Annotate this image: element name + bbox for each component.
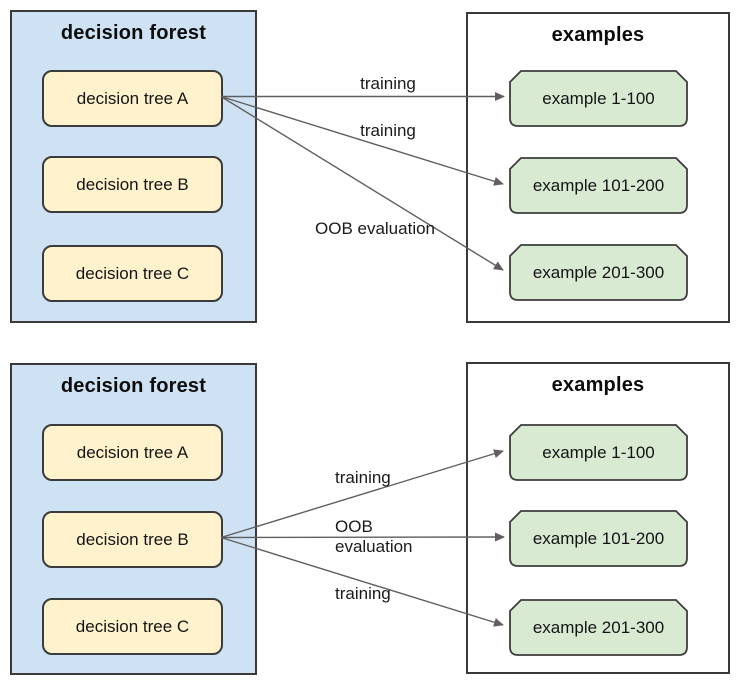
arrow-label-oob-evaluation: OOB evaluation [335, 517, 413, 556]
plaque-shape [509, 424, 688, 481]
example-box-3: example 201-300 [509, 599, 688, 656]
tree-box-a: decision tree A [42, 70, 223, 127]
examples-box-bottom: examples example 1-100 example 101-200 e… [466, 362, 730, 674]
example-box-1: example 1-100 [509, 70, 688, 127]
plaque-shape [509, 599, 688, 656]
forest-title: decision forest [60, 22, 207, 44]
tree-box-c: decision tree C [42, 598, 223, 655]
example-label: example 101-200 [532, 528, 665, 548]
example-box-1: example 1-100 [509, 424, 688, 481]
arrow-label-training-2: training [360, 121, 416, 140]
example-label: example 1-100 [542, 88, 655, 108]
example-label: example 101-200 [532, 175, 665, 195]
example-box-3: example 201-300 [509, 244, 688, 301]
tree-box-a: decision tree A [42, 424, 223, 481]
example-label: example 1-100 [542, 442, 655, 462]
forest-box-top: decision forest decision tree A decision… [10, 10, 257, 323]
examples-title: examples [551, 24, 645, 46]
plaque-shape [509, 510, 688, 567]
plaque-shape [509, 70, 688, 127]
plaque-shape [509, 244, 688, 301]
example-box-2: example 101-200 [509, 157, 688, 214]
tree-box-b: decision tree B [42, 156, 223, 213]
examples-box-top: examples example 1-100 example 101-200 e… [466, 12, 730, 323]
example-box-2: example 101-200 [509, 510, 688, 567]
tree-box-c: decision tree C [42, 245, 223, 302]
forest-box-bottom: decision forest decision tree A decision… [10, 363, 257, 675]
example-label: example 201-300 [532, 617, 665, 637]
tree-box-b: decision tree B [42, 511, 223, 568]
forest-title: decision forest [60, 375, 207, 397]
example-label: example 201-300 [532, 262, 665, 282]
plaque-shape [509, 157, 688, 214]
arrow-label-training-2: training [335, 584, 391, 603]
arrow-label-training-1: training [335, 468, 391, 487]
arrow-label-training-1: training [360, 74, 416, 93]
examples-title: examples [551, 374, 645, 396]
arrow-label-oob-evaluation: OOB evaluation [314, 219, 436, 238]
